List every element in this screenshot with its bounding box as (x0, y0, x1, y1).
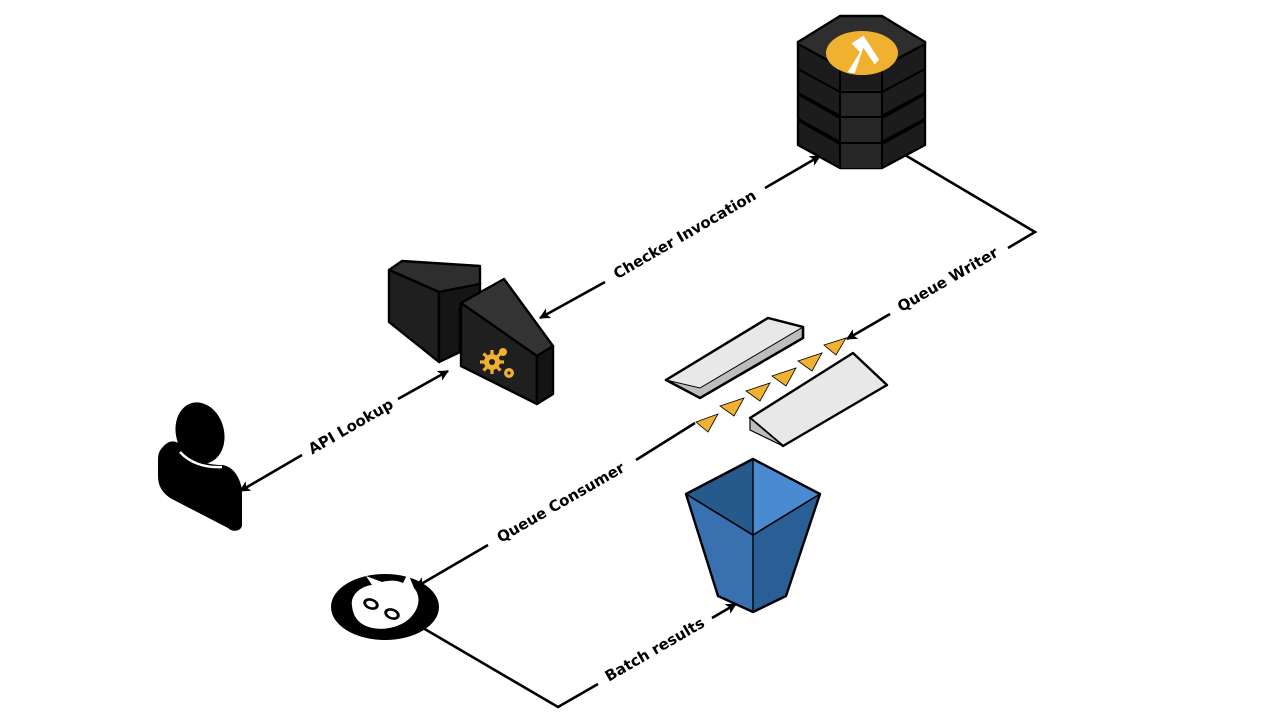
edge-queue-writer: Queue Writer (846, 153, 1038, 341)
queue-messages (695, 337, 847, 433)
edge-label-batch-results: Batch results (602, 614, 708, 686)
node-queue[interactable] (664, 316, 889, 448)
edge-queue-consumer-line-b (415, 543, 489, 589)
edge-label-background (890, 240, 1006, 319)
edge-label-api-lookup: API Lookup (305, 395, 396, 458)
edge-queue-consumer-line-a (635, 421, 696, 462)
node-bucket[interactable] (684, 457, 822, 614)
edge-batch-results-line-b (711, 602, 737, 620)
queue-slab-upper (664, 316, 805, 400)
node-user[interactable] (158, 397, 242, 531)
edge-label-background (489, 455, 633, 550)
edge-batch-results: Batch results (422, 602, 737, 709)
lambda-function-icon (826, 31, 898, 75)
gears-icon (480, 348, 514, 378)
user-icon (158, 402, 242, 531)
queue-message-icon (823, 337, 847, 356)
edge-label-queue-writer: Queue Writer (894, 243, 1002, 316)
edge-api-lookup-line-b (397, 369, 449, 401)
edge-batch-results-line-a (422, 626, 599, 709)
edge-queue-writer-line-b (846, 312, 891, 341)
edge-label-background (301, 392, 401, 461)
queue-message-icon (745, 382, 771, 402)
node-worker[interactable] (331, 573, 439, 640)
edge-api-lookup-line-a (241, 453, 303, 492)
edge-checker-line-b (764, 154, 821, 190)
edge-queue-writer-line-a (904, 153, 1038, 250)
queue-message-icon (695, 413, 719, 433)
queue-slab-lower (748, 351, 889, 448)
storage-bucket-icon (684, 457, 822, 614)
edge-label-checker-invocation: Checker Invocation (610, 186, 759, 282)
edge-checker-line-a (539, 280, 606, 320)
node-api-gateway[interactable] (387, 259, 555, 406)
edge-label-queue-consumer: Queue Consumer (494, 458, 629, 546)
gateway-block-front (459, 277, 555, 406)
edge-label-background (606, 183, 764, 286)
edge-api-lookup: API Lookup (239, 369, 449, 493)
edge-label-background (597, 610, 712, 689)
node-lambda[interactable] (796, 14, 927, 170)
queue-message-icon (771, 367, 797, 387)
queue-message-icon (797, 352, 823, 372)
queue-message-icon (719, 397, 745, 417)
edge-queue-consumer: Queue Consumer (415, 421, 696, 589)
octocat-worker-icon (331, 573, 439, 640)
edge-checker-invocation: Checker Invocation (539, 154, 821, 320)
